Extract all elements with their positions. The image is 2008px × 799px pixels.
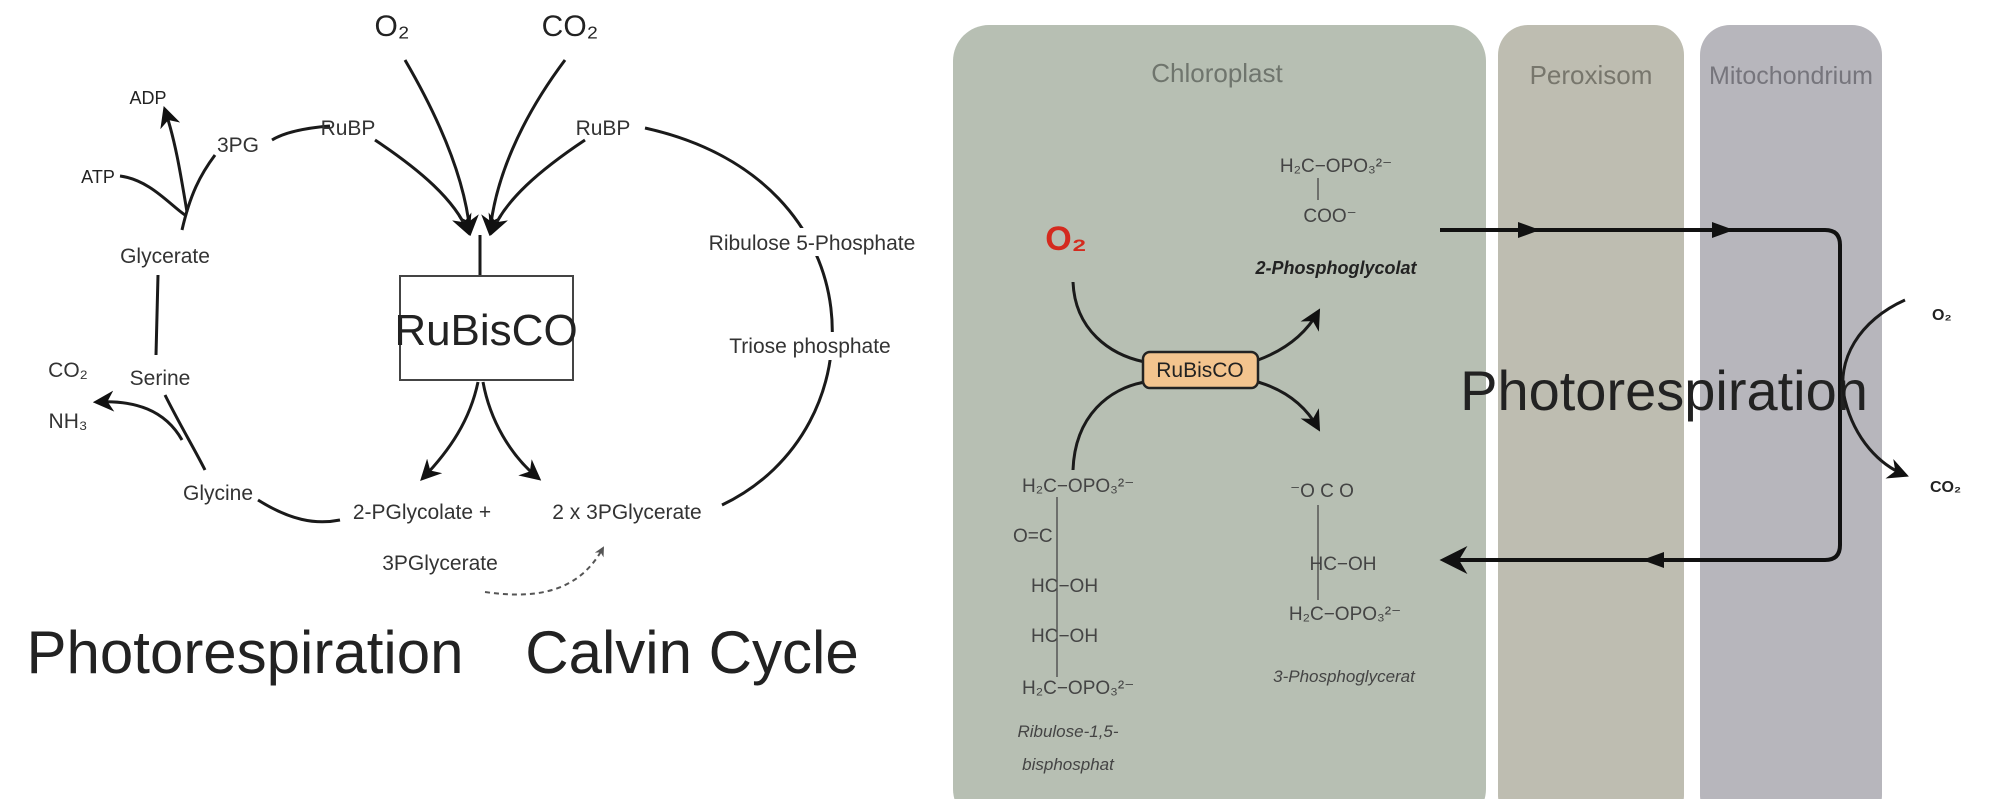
- photorespiration-title: Photorespiration: [27, 619, 464, 686]
- phosphoglycolat-line2: COO⁻: [1303, 206, 1356, 227]
- rubisco-to-3pglycerate-arrow: [481, 381, 542, 481]
- photorespiration-label: Photorespiration: [1460, 359, 1868, 422]
- rubisco-box: [399, 275, 574, 381]
- rubp-right-arrow: [488, 138, 586, 236]
- mitochondrium-label: Mitochondrium: [1709, 62, 1873, 90]
- phosphoglycerat-line3: H₂C−OPO₃²⁻: [1289, 604, 1401, 625]
- ribulose-line2: O=C: [1013, 526, 1053, 547]
- adp-arrow: [160, 106, 189, 213]
- two-3pglycerate-label: 2 x 3PGlycerate: [552, 501, 701, 524]
- peroxisom-compartment: [1498, 25, 1684, 799]
- left-cycle-diagram: RuBisCO O₂ CO₂ RuBP RuBP ADP ATP 3PG Gly…: [27, 10, 920, 686]
- mito-o2-label: O₂: [1932, 307, 1952, 324]
- rubisco-to-phosphoglycolat-arrow: [1257, 308, 1321, 362]
- o2-arrow: [403, 59, 479, 237]
- o2-label: O₂: [375, 10, 410, 43]
- rubp-right-label: RuBP: [576, 117, 631, 140]
- ribulose-line1: H₂C−OPO₃²⁻: [1022, 476, 1134, 497]
- ribulose-line5: H₂C−OPO₃²⁻: [1022, 678, 1134, 699]
- arrowhead-right-mitochondrium: [1712, 222, 1734, 238]
- o2-to-rubisco-curve: [1071, 281, 1146, 364]
- phosphoglycolat-name: 2-Phosphoglycolat: [1254, 258, 1417, 278]
- right-compartment-diagram: Chloroplast Peroxisom Mitochondrium O₂ R…: [953, 25, 1961, 799]
- serine-glycine-line: [163, 394, 207, 471]
- peroxisom-label: Peroxisom: [1530, 60, 1653, 90]
- co2-arrow: [481, 59, 567, 237]
- chloroplast-compartment: [953, 25, 1486, 799]
- arrowhead-right-peroxisom: [1518, 222, 1540, 238]
- phosphoglycolat-line1: H₂C−OPO₃²⁻: [1280, 156, 1392, 177]
- pglycolate-label: 2-PGlycolate +: [353, 501, 491, 524]
- rubp-left-arrow: [374, 138, 472, 236]
- glycerate-serine-line: [154, 274, 160, 356]
- dotted-recycle-arrow: [484, 546, 604, 596]
- glycine-to-pglycolate-line: [257, 498, 341, 524]
- photorespiration-loop-path: [1439, 228, 1842, 574]
- o2-red-label: O₂: [1045, 220, 1087, 258]
- ribulose-line4: HC−OH: [1031, 626, 1098, 647]
- phosphoglycerat-line1: ⁻O C O: [1290, 481, 1354, 502]
- serine-label: Serine: [130, 367, 191, 390]
- mito-co2-label: CO₂: [1930, 479, 1961, 496]
- mitochondrium-compartment: [1700, 25, 1882, 799]
- nh3-release-label: NH₃: [49, 410, 88, 433]
- 3pg-to-glycerate-line: [180, 154, 217, 231]
- rubisco-box-orange: [1141, 350, 1260, 390]
- rubisco-to-phosphoglycerat-arrow: [1257, 380, 1321, 432]
- adp-label: ADP: [129, 88, 166, 108]
- co2-nh3-release-arrow: [92, 390, 184, 441]
- ribulose-name2: bisphosphat: [1022, 755, 1115, 774]
- chloroplast-label: Chloroplast: [1151, 58, 1283, 88]
- rubisco-orange-label: RuBisCO: [1156, 359, 1244, 382]
- atp-label: ATP: [81, 167, 115, 187]
- ribulose-to-rubisco-curve: [1071, 380, 1146, 471]
- 3pg-label: 3PG: [217, 134, 259, 157]
- phosphoglycerat-line2: HC−OH: [1309, 554, 1376, 575]
- pglycerate-label: 3PGlycerate: [382, 552, 498, 575]
- triose-phosphate-label: Triose phosphate: [729, 335, 891, 358]
- phosphoglycerat-name: 3-Phosphoglycerat: [1273, 667, 1416, 686]
- glycerate-label: Glycerate: [120, 245, 210, 268]
- rubp-left-label: RuBP: [321, 117, 376, 140]
- ribulose-name1: Ribulose-1,5-: [1017, 722, 1118, 741]
- atp-curve: [119, 174, 186, 217]
- mito-o2-co2-arrow: [1841, 298, 1909, 479]
- rubp-to-3pg-line: [271, 124, 331, 142]
- rubisco-to-pglycolate-arrow: [420, 381, 480, 482]
- label-bg: [705, 228, 920, 256]
- calvin-cycle-title: Calvin Cycle: [525, 619, 858, 686]
- calvin-cycle-arc: [644, 126, 834, 507]
- co2-label: CO₂: [542, 10, 599, 43]
- label-bg: [720, 332, 900, 360]
- ribulose-line3: HC−OH: [1031, 576, 1098, 597]
- glycine-label: Glycine: [183, 482, 253, 505]
- arrowhead-left-return: [1642, 552, 1664, 568]
- co2-release-label: CO₂: [48, 359, 88, 382]
- ribulose5p-label: Ribulose 5-Phosphate: [709, 232, 916, 255]
- rubisco-label: RuBisCO: [394, 306, 577, 355]
